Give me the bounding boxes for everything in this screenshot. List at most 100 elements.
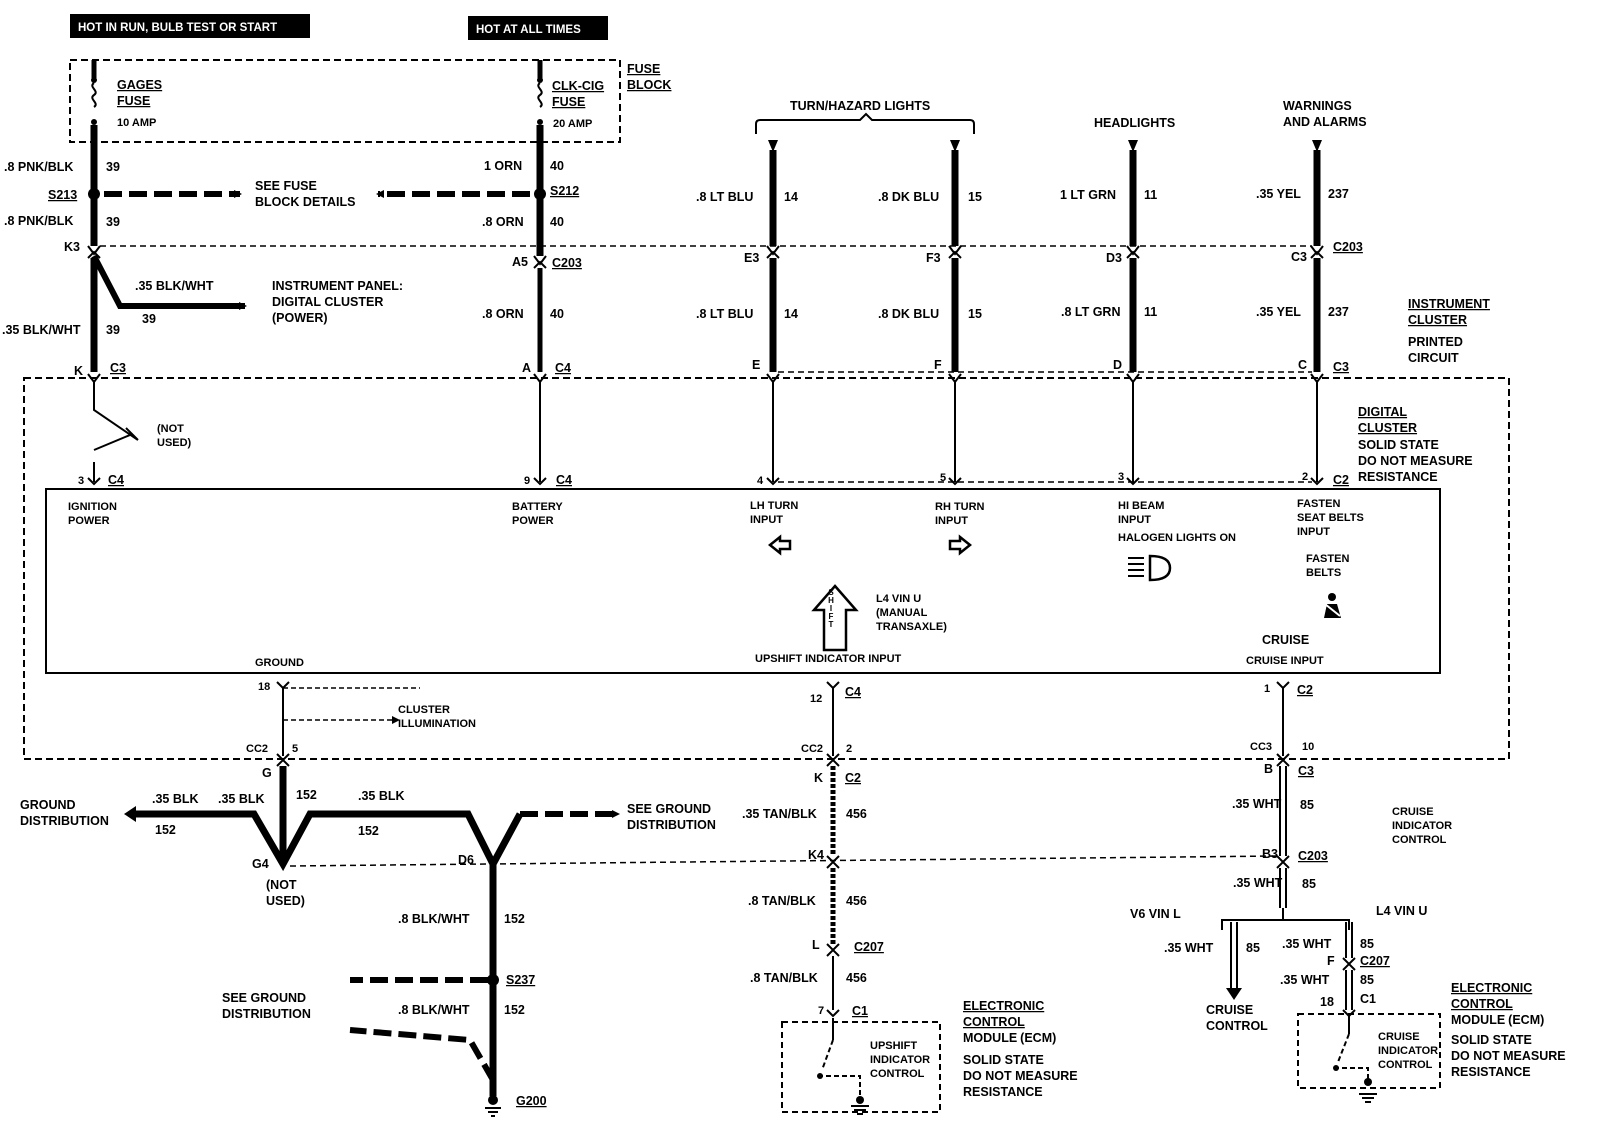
svg-text:2: 2 [846, 743, 852, 755]
svg-text:.35 BLK/WHT: .35 BLK/WHT [2, 323, 81, 337]
svg-text:MODULE(ECM): MODULE(ECM) [1451, 1013, 1544, 1027]
clk-cig-fuse-icon [537, 77, 543, 125]
svg-text:C2: C2 [1297, 683, 1313, 697]
svg-text:C3: C3 [1333, 360, 1349, 374]
svg-text:.8 DK BLU: .8 DK BLU [878, 307, 939, 321]
ecm-label: ELECTRONIC [963, 999, 1044, 1013]
svg-text:INDICATOR: INDICATOR [1392, 820, 1452, 832]
turn-hazard-label: TURN/HAZARD LIGHTS [790, 99, 930, 113]
svg-text:C3: C3 [1298, 764, 1314, 778]
svg-text:.8 DK BLU: .8 DK BLU [878, 190, 939, 204]
svg-text:15: 15 [968, 307, 982, 321]
svg-text:152: 152 [296, 788, 317, 802]
svg-text:.35 BLK: .35 BLK [218, 792, 265, 806]
svg-text:C203: C203 [1333, 240, 1363, 254]
svg-text:152: 152 [504, 1003, 525, 1017]
svg-text:.8 BLK/WHT: .8 BLK/WHT [398, 912, 470, 926]
svg-text:7: 7 [818, 1005, 824, 1017]
ecm-cruise-box [1297, 1013, 1441, 1089]
svg-text:RESISTANCE: RESISTANCE [963, 1085, 1043, 1099]
svg-text:152: 152 [358, 824, 379, 838]
svg-text:A5: A5 [512, 255, 528, 269]
svg-text:K: K [74, 364, 83, 378]
svg-text:BLOCK: BLOCK [627, 78, 671, 92]
svg-text:85: 85 [1246, 941, 1260, 955]
header-hot-in-run: HOT IN RUN, BULB TEST OR START [70, 14, 310, 38]
svg-text:CRUISE INPUT: CRUISE INPUT [1246, 655, 1324, 667]
upshift-switch-icon [817, 1018, 869, 1115]
svg-text:C3: C3 [1291, 250, 1307, 264]
right-arrow-icon [948, 534, 973, 556]
cluster-illumination-label: CLUSTER [398, 704, 450, 716]
svg-text:2: 2 [1302, 471, 1308, 483]
svg-text:C4: C4 [108, 473, 124, 487]
svg-text:.8 LT GRN: .8 LT GRN [1061, 305, 1121, 319]
wire-11 [1126, 140, 1140, 372]
svg-text:1 ORN: 1 ORN [484, 159, 522, 173]
svg-text:.8 BLK/WHT: .8 BLK/WHT [398, 1003, 470, 1017]
svg-text:L4 VIN U: L4 VIN U [876, 593, 921, 605]
ground-152-wires [124, 766, 620, 1096]
svg-text:FASTEN: FASTEN [1297, 498, 1340, 510]
svg-text:CC2: CC2 [246, 743, 268, 755]
svg-text:C203: C203 [552, 256, 582, 270]
svg-text:HALOGEN LIGHTS ON: HALOGEN LIGHTS ON [1118, 532, 1236, 544]
svg-text:B: B [1264, 762, 1273, 776]
wire-237 [1310, 140, 1324, 372]
svg-text:237: 237 [1328, 187, 1349, 201]
svg-text:DISTRIBUTION: DISTRIBUTION [20, 814, 109, 828]
svg-text:DO NOT MEASURE: DO NOT MEASURE [1451, 1049, 1566, 1063]
splice-s212-label: S212 [550, 184, 579, 198]
svg-text:C2: C2 [1333, 473, 1349, 487]
svg-text:INPUT: INPUT [1118, 514, 1151, 526]
svg-text:.35 BLK: .35 BLK [358, 789, 405, 803]
svg-text:11: 11 [1144, 188, 1157, 202]
svg-text:L4 VIN U: L4 VIN U [1376, 904, 1427, 918]
svg-text:SOLID STATE: SOLID STATE [1451, 1033, 1532, 1047]
svg-text:RESISTANCE: RESISTANCE [1451, 1065, 1531, 1079]
svg-text:.35 WHT: .35 WHT [1233, 876, 1283, 890]
svg-text:USED): USED) [266, 894, 305, 908]
svg-text:BELTS: BELTS [1306, 567, 1341, 579]
svg-text:(NOT: (NOT [266, 878, 297, 892]
svg-text:D3: D3 [1106, 251, 1122, 265]
svg-text:CONTROL: CONTROL [963, 1015, 1025, 1029]
svg-text:237: 237 [1328, 305, 1349, 319]
svg-text:GROUND: GROUND [255, 657, 304, 669]
svg-text:INDICATOR: INDICATOR [1378, 1045, 1438, 1057]
svg-text:.35 WHT: .35 WHT [1164, 941, 1214, 955]
svg-text:85: 85 [1302, 877, 1316, 891]
svg-text:40: 40 [550, 307, 564, 321]
svg-text:85: 85 [1360, 937, 1374, 951]
svg-text:456: 456 [846, 894, 867, 908]
splice-s213 [88, 188, 100, 200]
svg-text:FASTEN: FASTEN [1306, 553, 1349, 565]
svg-text:G200: G200 [516, 1094, 547, 1108]
cruise-1-wire [1276, 681, 1290, 756]
svg-text:CIRCUIT: CIRCUIT [1408, 351, 1459, 365]
ecm-upshift-box [781, 1021, 941, 1113]
svg-text:.8 LT BLU: .8 LT BLU [696, 307, 753, 321]
svg-text:39: 39 [106, 160, 120, 174]
svg-text:UPSHIFT INDICATOR INPUT: UPSHIFT INDICATOR INPUT [755, 653, 902, 665]
svg-text:E3: E3 [744, 251, 759, 265]
header-hot-at-all-times: HOT AT ALL TIMES [468, 16, 608, 40]
svg-text:HI BEAM: HI BEAM [1118, 500, 1164, 512]
svg-text:POWER: POWER [68, 515, 110, 527]
hot-at-all-times-label: HOT AT ALL TIMES [476, 24, 581, 36]
svg-text:INPUT: INPUT [750, 514, 783, 526]
svg-text:85: 85 [1360, 973, 1374, 987]
svg-text:F: F [934, 358, 942, 372]
svg-text:.35 WHT: .35 WHT [1280, 973, 1330, 987]
svg-text:DIGITAL CLUSTER: DIGITAL CLUSTER [272, 295, 383, 309]
svg-text:F: F [1327, 954, 1335, 968]
svg-text:456: 456 [846, 971, 867, 985]
cruise-switch-icon [1333, 1016, 1377, 1103]
svg-text:C207: C207 [1360, 954, 1390, 968]
svg-text:(MANUAL: (MANUAL [876, 607, 928, 619]
svg-text:CONTROL: CONTROL [1378, 1059, 1433, 1071]
not-used-label: (NOT [157, 423, 184, 435]
svg-text:40: 40 [550, 159, 564, 173]
hot-in-run-label: HOT IN RUN, BULB TEST OR START [78, 22, 277, 34]
